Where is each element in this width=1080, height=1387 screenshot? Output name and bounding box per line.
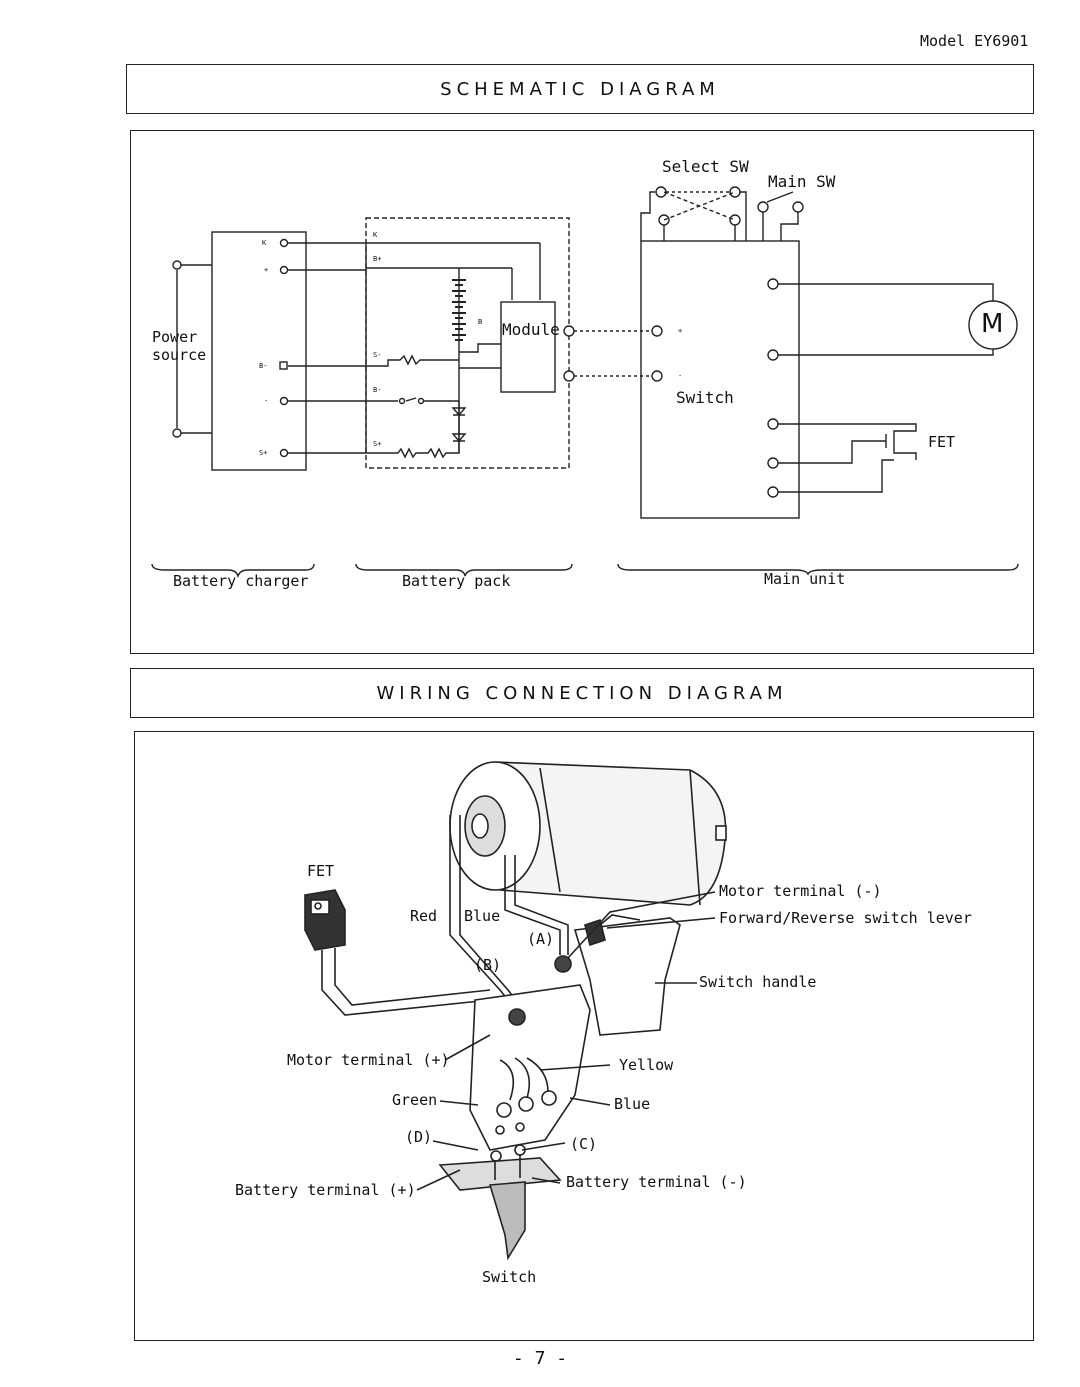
power-label-line1: Power	[152, 328, 198, 346]
page-number: - 7 -	[512, 1348, 568, 1369]
module-label: Module	[502, 320, 560, 339]
charger-terminal-k: K	[262, 239, 267, 247]
power-source-label: Power source	[152, 328, 206, 364]
section-battery-pack: Battery pack	[402, 572, 511, 590]
pack-internal-b: B	[478, 318, 483, 326]
battery-terminal-minus-label: Battery terminal (-)	[566, 1173, 747, 1191]
charger-terminal-plus: +	[264, 266, 269, 274]
charger-terminal-minus: -	[264, 397, 269, 405]
pack-terminal-k: K	[373, 231, 378, 239]
section-battery-charger: Battery charger	[173, 572, 309, 590]
point-a-label: (A)	[527, 930, 555, 948]
switch-handle-label: Switch handle	[699, 973, 817, 991]
wire-red-label: Red	[410, 907, 438, 925]
point-d-label: (D)	[405, 1128, 433, 1146]
section-main-unit: Main unit	[764, 570, 846, 588]
schematic-panel	[130, 130, 1034, 654]
fwd-rev-lever-label: Forward/Reverse switch lever	[719, 909, 972, 927]
wire-blue-top-label: Blue	[464, 907, 501, 925]
module-plus: +	[678, 327, 683, 335]
select-sw-label: Select SW	[662, 157, 749, 176]
fet-label: FET	[928, 433, 956, 451]
pack-terminal-sminus: S-	[373, 351, 382, 359]
pack-terminal-splus: S+	[373, 440, 382, 448]
battery-terminal-plus-label: Battery terminal (+)	[235, 1181, 416, 1199]
pack-terminal-bminus: B-	[373, 386, 382, 394]
wire-blue-label: Blue	[614, 1095, 651, 1113]
charger-terminal-splus: S+	[259, 449, 268, 457]
power-label-line2: source	[152, 346, 207, 364]
charger-terminal-bminus: B-	[259, 362, 268, 370]
motor-terminal-minus-label: Motor terminal (-)	[719, 882, 882, 900]
wiring-panel	[134, 731, 1034, 1341]
point-b-label: (B)	[474, 956, 502, 974]
pack-terminal-bplus: B+	[373, 255, 382, 263]
wire-yellow-label: Yellow	[619, 1056, 674, 1074]
wire-green-label: Green	[392, 1091, 438, 1109]
switch-label: Switch	[676, 388, 734, 407]
wiring-title-box: WIRING CONNECTION DIAGRAM	[130, 668, 1034, 718]
model-number: Model EY6901	[920, 32, 1029, 50]
wiring-title: WIRING CONNECTION DIAGRAM	[376, 682, 788, 704]
wiring-switch-label: Switch	[482, 1268, 537, 1286]
point-c-label: (C)	[570, 1135, 598, 1153]
motor-terminal-plus-label: Motor terminal (+)	[287, 1051, 450, 1069]
main-sw-label: Main SW	[768, 172, 836, 191]
wiring-fet-label: FET	[307, 862, 335, 880]
schematic-title-box: SCHEMATIC DIAGRAM	[126, 64, 1034, 114]
module-minus: -	[678, 372, 683, 380]
motor-label: M	[981, 309, 1004, 339]
schematic-title: SCHEMATIC DIAGRAM	[440, 78, 720, 100]
